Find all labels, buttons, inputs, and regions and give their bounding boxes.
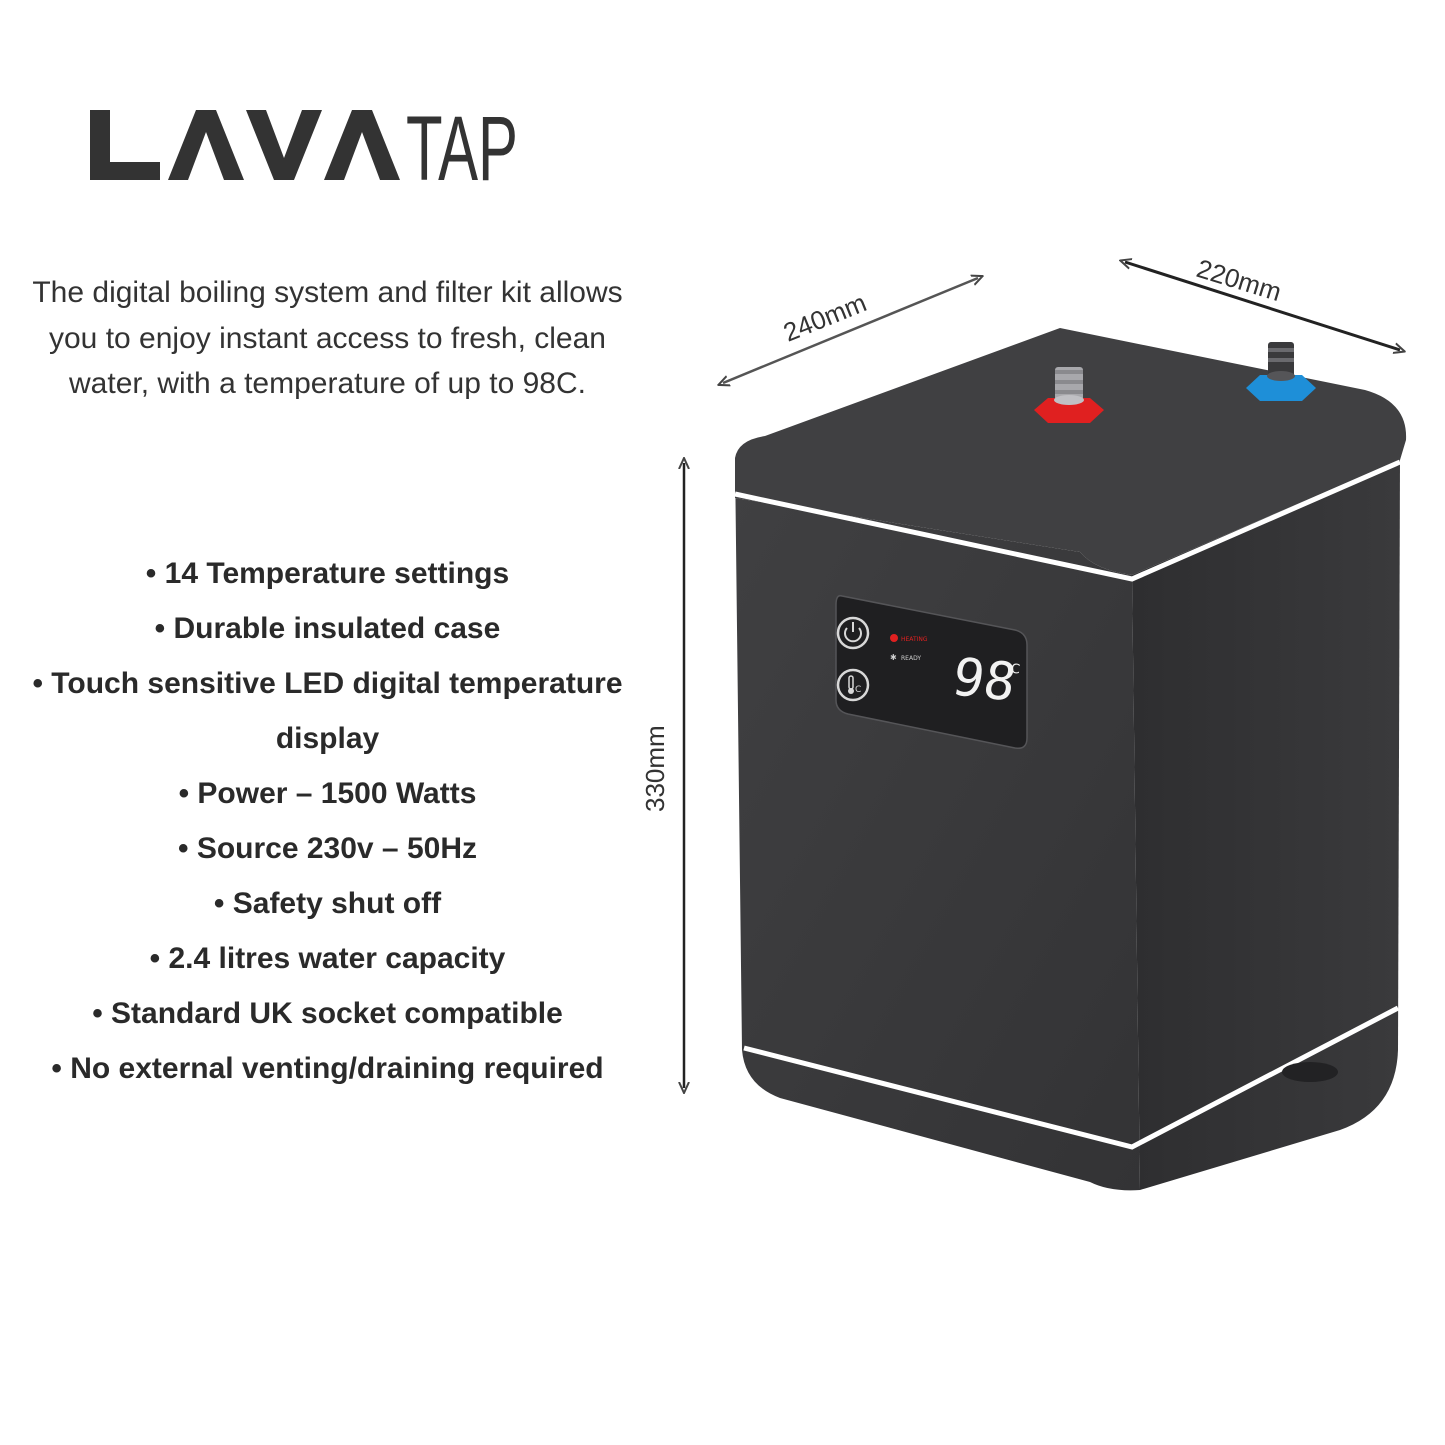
unit-side-face: [1132, 460, 1400, 1190]
feature-item: • Power – 1500 Watts: [178, 777, 477, 810]
svg-text:C: C: [855, 685, 861, 695]
intro-text: The digital boiling system and filter ki…: [32, 276, 623, 400]
depth-dimension-line: [1125, 262, 1400, 350]
feature-item: • Touch sensitive LED digital temperatur…: [32, 667, 623, 755]
ready-status-label: READY: [901, 655, 921, 662]
lower-trim-line: [743, 1005, 1400, 1150]
cold-water-inlet: [1246, 342, 1316, 401]
feature-item: • No external venting/draining required: [51, 1052, 604, 1085]
hot-water-inlet: [1034, 367, 1104, 423]
unit-foot: [1282, 1062, 1338, 1082]
power-button[interactable]: [836, 616, 870, 650]
brand-logo-text: TAP: [406, 98, 518, 200]
height-dimension-label: 330mm: [640, 725, 670, 812]
snowflake-icon: ✱: [890, 653, 897, 662]
upper-trim-line: [734, 459, 1402, 582]
boiler-unit-illustration: 240mm 220mm 330mm: [640, 253, 1445, 1191]
temperature-unit: °C: [1004, 661, 1021, 678]
temperature-button[interactable]: C: [836, 668, 870, 702]
feature-item: • Safety shut off: [213, 887, 442, 920]
heating-indicator: [890, 634, 898, 642]
width-dimension-label: 240mm: [779, 287, 871, 347]
heating-status-label: HEATING: [901, 636, 928, 643]
feature-item: • Standard UK socket compatible: [92, 997, 563, 1030]
feature-item: • 14 Temperature settings: [145, 557, 510, 590]
unit-top-face: [735, 328, 1407, 575]
control-panel: C HEATING ✱ READY 98 °C: [835, 594, 1028, 750]
thermometer-icon: C: [848, 675, 861, 695]
width-dimension-line: [723, 278, 978, 383]
temperature-readout: 98: [948, 648, 1021, 714]
feature-item: • 2.4 litres water capacity: [149, 942, 506, 975]
brand-logo: TAP: [90, 98, 518, 200]
feature-item: • Source 230v – 50Hz: [177, 832, 477, 865]
power-icon: [844, 622, 862, 643]
feature-item: • Durable insulated case: [154, 612, 501, 645]
feature-list: • 14 Temperature settings • Durable insu…: [20, 546, 635, 1096]
